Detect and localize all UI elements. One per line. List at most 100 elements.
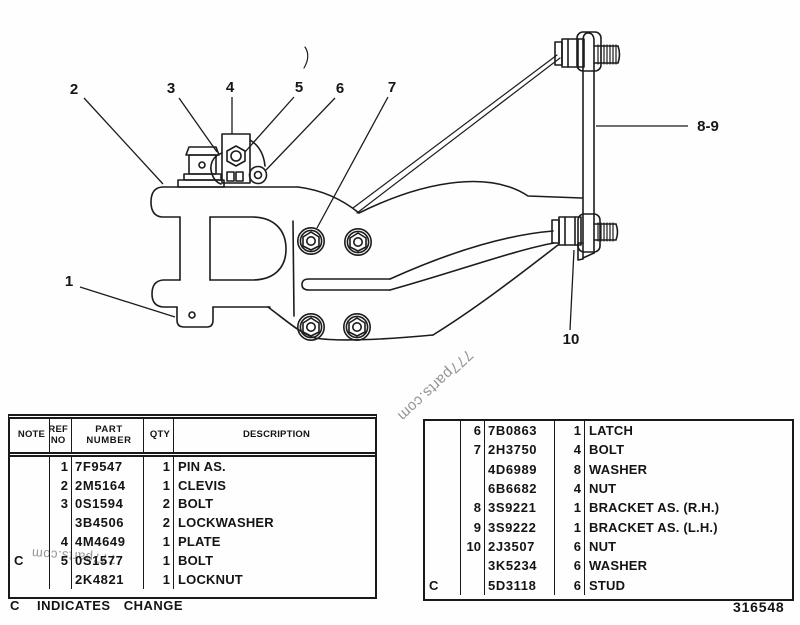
pin-assembly [176,146,225,328]
cell-qty: 1 [555,421,585,441]
cell-qty: 1 [144,550,174,570]
cell-note [425,440,461,460]
cell-ref: 4 [50,532,72,551]
callout-label: 4 [226,79,235,96]
bracket-body [267,186,434,341]
cell-desc: LOCKNUT [178,571,243,587]
bolt-top-left [296,227,325,256]
cell-part: 2K4821 [72,569,144,589]
cell-note [425,556,461,576]
mounting-bolts [296,227,372,341]
cell-qty: 6 [555,556,585,576]
cell-qty: 6 [555,536,585,557]
cell-qty: 1 [555,498,585,518]
change-note-key: C [10,598,20,613]
callout-3: 3 [167,80,218,153]
cell-qty: 6 [555,575,585,595]
bolt-bottom-right [342,312,371,341]
cell-part: 4D6989 [485,459,555,479]
document-number: 316548 [733,599,785,615]
callout-label: 6 [336,80,344,97]
cell-part: 3K5234 [485,556,555,576]
cell-note [10,494,50,514]
tie-rod [352,54,561,214]
cell-desc: LATCH [589,423,634,439]
callout-leader-line [83,97,164,185]
callout-leader-line [569,249,575,331]
cell-ref: 5 [50,550,72,570]
cell-part: 0S1594 [72,494,144,514]
cell-qty: 2 [144,513,174,533]
cell-note [10,475,50,495]
cell-desc: PLATE [178,534,221,550]
latch-plate-assembly [210,133,268,185]
cell-qty: 4 [555,478,585,499]
cell-qty: 8 [555,459,585,479]
watermark-text: 777parts.com [394,346,476,425]
cell-part: 2J3507 [485,536,555,557]
cell-part: 0S1577 [72,550,144,570]
vertical-bracket-bar [577,32,595,261]
cell-ref [461,575,485,595]
cell-note: C [10,550,50,570]
cell-note [10,532,50,551]
bolt-top-right [343,228,372,257]
callout-leader-line [265,97,336,171]
callout-leader-line [316,96,389,229]
cell-note [10,569,50,589]
cell-ref: 6 [461,421,485,441]
callout-7: 7 [316,79,396,229]
bracket-arm [358,180,583,336]
cell-note: C [425,575,461,595]
bolt-bottom-left [296,312,325,341]
cell-ref [50,513,72,533]
cell-note [425,421,461,441]
cell-ref [461,459,485,479]
cell-part: 3S9222 [485,517,555,537]
cell-desc: BRACKET AS. (R.H.) [589,500,720,516]
cell-part: 7B0863 [485,421,555,441]
cell-note [10,513,50,533]
cell-note [10,457,50,476]
callout-label: 5 [295,79,303,96]
callout-2: 2 [70,81,164,185]
cell-note [425,498,461,518]
change-note-text: INDICATES CHANGE [37,598,184,613]
cell-note [425,478,461,499]
cell-ref: 8 [461,498,485,518]
cell-qty: 1 [144,569,174,589]
cell-qty: 1 [144,475,174,495]
cell-part: 2M5164 [72,475,144,495]
column-header-desc: DESCRIPTION [242,429,311,441]
top-stud-assembly [554,31,621,72]
callout-label: 7 [388,79,396,96]
cell-ref: 3 [50,494,72,514]
cell-part: 5D3118 [485,575,555,595]
callout-label: 8-9 [697,118,719,135]
callout-leader-line [79,286,176,318]
callout-10: 10 [563,249,579,348]
cell-desc: WASHER [589,461,648,477]
callout-leader-line [244,96,295,153]
cell-desc: BOLT [178,496,214,512]
cell-ref: 10 [461,536,485,557]
column-header-ref: REF NO [50,419,72,452]
cell-qty: 4 [555,440,585,460]
callout-1: 1 [65,273,176,318]
cell-note [425,536,461,557]
